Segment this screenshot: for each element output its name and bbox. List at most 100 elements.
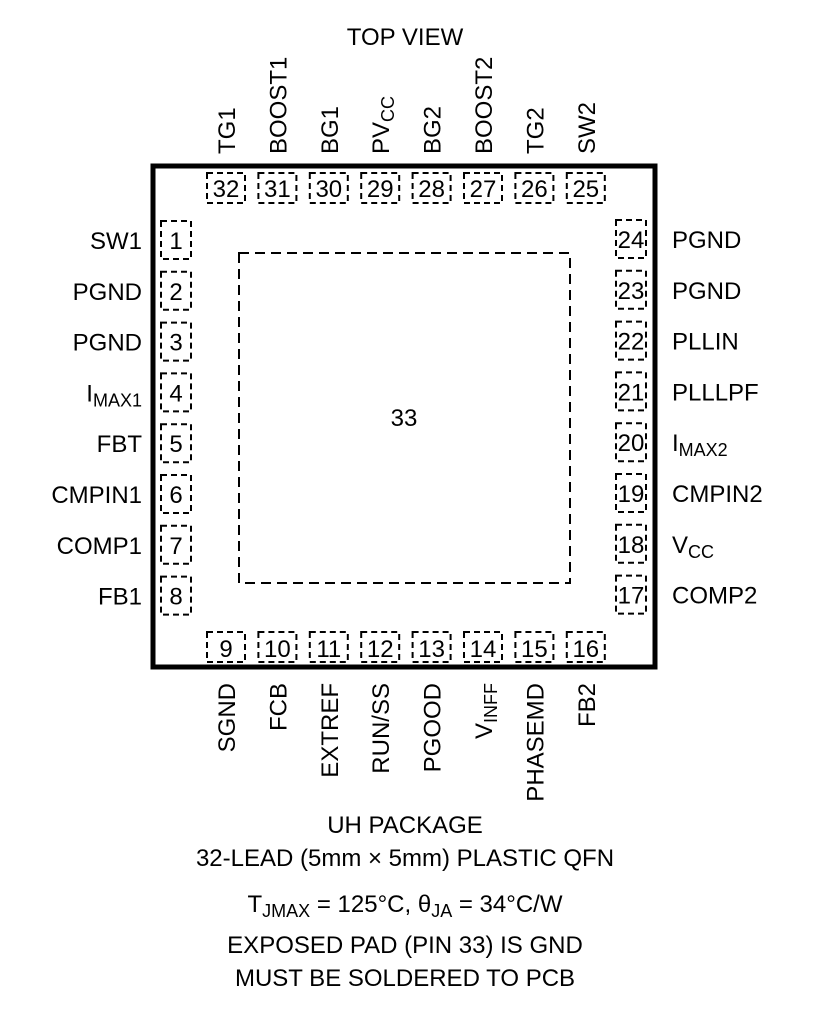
pin-label: IMAX1 [86, 380, 142, 410]
pin-number: 19 [618, 481, 645, 508]
pin-pad-27 [463, 172, 503, 204]
pin-number: 28 [418, 176, 445, 203]
pin-number: 31 [264, 176, 291, 203]
pin-pad-2 [160, 270, 192, 311]
package-name: UH PACKAGE [327, 812, 483, 839]
pin-number: 18 [618, 532, 645, 559]
exposed-pad-number: 33 [391, 405, 418, 432]
pin-label: IMAX2 [672, 430, 728, 460]
pin-pad-23 [615, 269, 647, 310]
pin-pad-8 [160, 575, 192, 616]
pin-label: BG2 [420, 106, 447, 154]
pin-pad-6 [160, 474, 192, 514]
pin-label: SW1 [90, 228, 142, 255]
pin-number: 11 [316, 636, 341, 663]
package-body [150, 163, 658, 670]
pin-label: TG1 [214, 107, 241, 154]
pin-pad-21 [615, 371, 647, 412]
pin-label: FCB [265, 683, 292, 731]
pin-label: COMP2 [672, 583, 757, 610]
pin-label: CMPIN1 [51, 482, 142, 509]
pin-number: 1 [169, 228, 182, 255]
pin-label: FB2 [574, 683, 601, 727]
pin-number: 3 [169, 330, 182, 357]
pin-number: 9 [219, 636, 232, 663]
pin-pad-13 [411, 631, 452, 663]
pin-number: 10 [264, 636, 291, 663]
pin-pad-26 [514, 172, 555, 204]
pin-pad-30 [308, 172, 349, 204]
pin-number: 24 [618, 227, 645, 254]
pin-number: 32 [213, 176, 240, 203]
pins-layer: 1SW12PGND3PGND4IMAX15FBT6CMPIN17COMP18FB… [51, 57, 762, 802]
solder-note: MUST BE SOLDERED TO PCB [235, 965, 575, 992]
pin-label: RUN/SS [368, 683, 395, 774]
pin-pad-18 [615, 523, 647, 564]
pin-number: 12 [367, 636, 394, 663]
pin-label: SGND [214, 683, 241, 752]
pin-label: CMPIN2 [672, 481, 763, 508]
pin-label: VCC [672, 532, 714, 562]
pin-number: 16 [572, 636, 599, 663]
pin-number: 27 [470, 176, 497, 203]
pin-label: PVCC [368, 96, 398, 154]
thermal-spec: TJMAX = 125°C, θJA = 34°C/W [247, 891, 562, 921]
pin-pad-29 [360, 172, 401, 204]
pin-number: 15 [521, 636, 548, 663]
pin-number: 22 [618, 329, 645, 356]
pin-label: PLLIN [672, 329, 739, 356]
pin-pad-9 [206, 631, 246, 663]
pin-number: 29 [367, 176, 394, 203]
pin-label: TG2 [522, 107, 549, 154]
package-description: 32-LEAD (5mm × 5mm) PLASTIC QFN [196, 845, 614, 872]
pin-number: 30 [315, 176, 342, 203]
pin-number: 7 [169, 533, 182, 560]
pin-number: 6 [169, 482, 182, 509]
pin-pad-14 [463, 631, 503, 663]
pin-pad-31 [257, 172, 298, 204]
pin-number: 4 [169, 380, 182, 407]
pin-label: BOOST1 [265, 57, 292, 154]
pin-pad-11 [308, 631, 349, 663]
pin-label: PGND [672, 227, 741, 254]
pin-pad-16 [565, 631, 606, 663]
pin-number: 2 [169, 279, 182, 306]
exposed-pad-note: EXPOSED PAD (PIN 33) IS GND [227, 932, 583, 959]
exposed-pad [238, 252, 571, 584]
pin-label: PGND [73, 330, 142, 357]
pin-label: SW2 [574, 102, 601, 154]
pin-number: 21 [618, 379, 645, 406]
pin-label: COMP1 [57, 533, 142, 560]
pin-label: PHASEMD [522, 683, 549, 802]
pin-label: PGOOD [420, 683, 447, 772]
pin-label: BG1 [317, 106, 344, 154]
pin-label: BOOST2 [471, 57, 498, 154]
pin-pad-22 [615, 320, 647, 361]
pin-label: VINFF [471, 683, 501, 739]
pin-pad-4 [160, 372, 192, 413]
pin-pad-1 [160, 220, 192, 260]
pin-label: PGND [73, 279, 142, 306]
pin-pad-7 [160, 524, 192, 565]
pin-pad-19 [615, 473, 647, 513]
pin-pad-5 [160, 423, 192, 464]
pin-pad-24 [615, 219, 647, 259]
pin-pad-32 [206, 172, 246, 204]
pin-number: 17 [618, 583, 645, 610]
pin-number: 8 [169, 584, 182, 611]
pin-number: 5 [169, 431, 182, 458]
pin-number: 26 [521, 176, 548, 203]
pin-number: 20 [618, 430, 645, 457]
pin-number: 25 [572, 176, 599, 203]
pin-label: PLLLPF [672, 379, 759, 406]
pin-pad-25 [565, 172, 606, 204]
pin-label: FBT [97, 431, 143, 458]
pin-pad-20 [615, 422, 647, 463]
pin-pad-28 [411, 172, 452, 204]
pin-number: 14 [470, 636, 497, 663]
pin-number: 23 [618, 278, 645, 305]
pin-label: FB1 [98, 584, 142, 611]
pin-number: 13 [418, 636, 445, 663]
pin-label: EXTREF [317, 683, 344, 778]
